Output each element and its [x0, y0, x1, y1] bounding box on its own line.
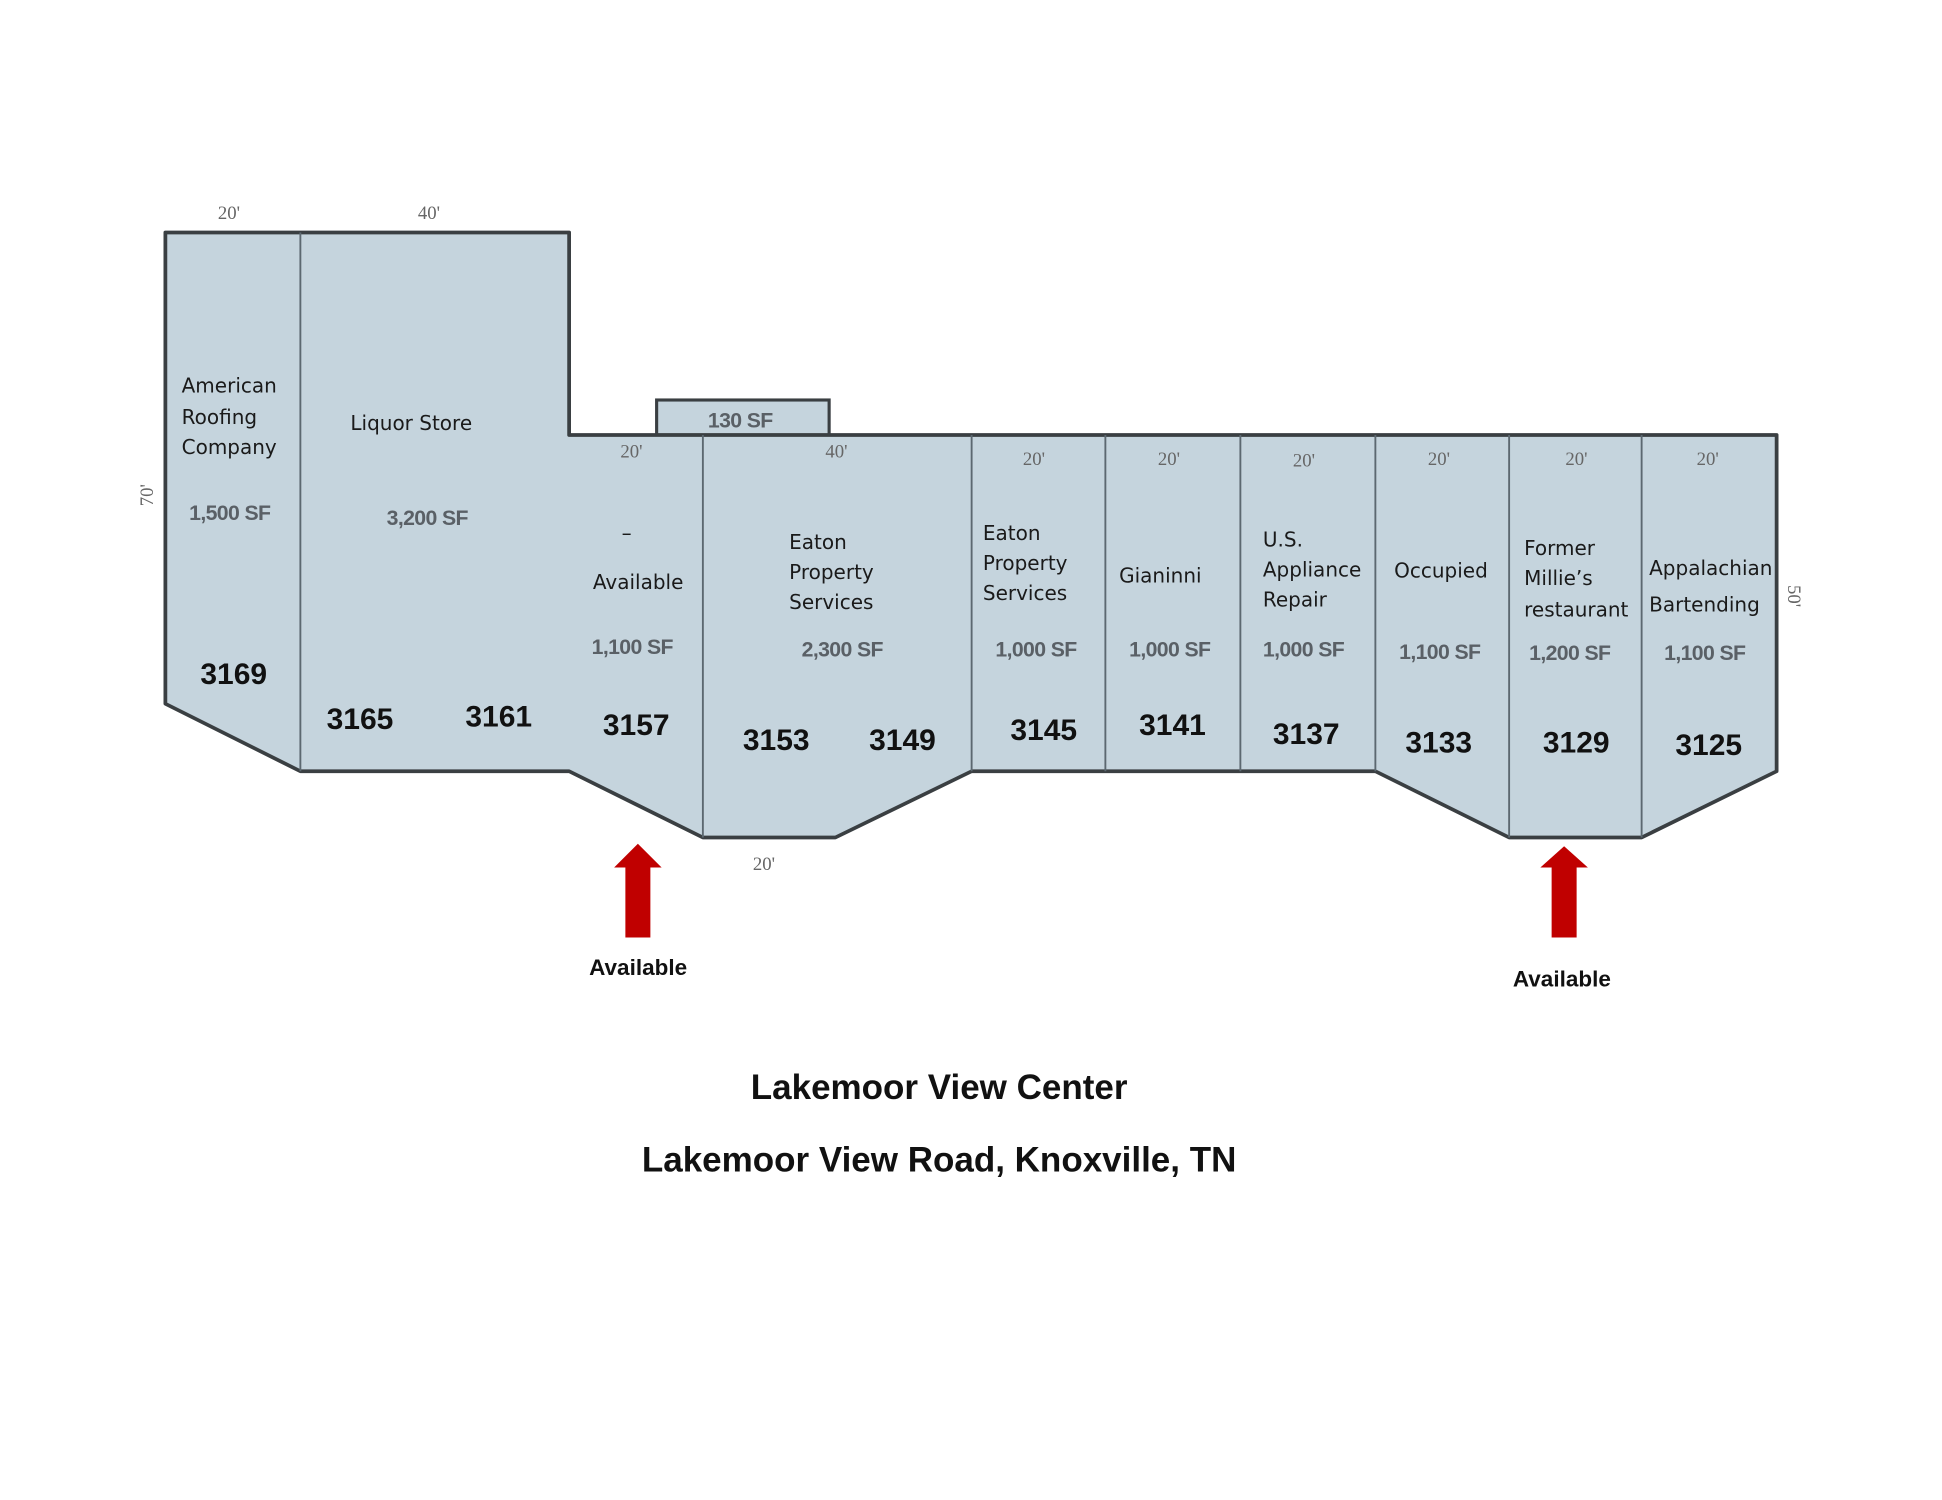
- unit-3137: U.S. Appliance Repair 1,000 SF 3137: [1263, 527, 1361, 751]
- svg-text:1,100 SF: 1,100 SF: [1664, 641, 1746, 665]
- unit-3125: Appalachian Bartending 1,100 SF 3125: [1649, 556, 1772, 762]
- svg-text:Eaton: Eaton: [983, 521, 1041, 545]
- svg-text:restaurant: restaurant: [1524, 597, 1628, 621]
- svg-text:Property: Property: [983, 551, 1068, 575]
- svg-text:Appalachian: Appalachian: [1649, 556, 1772, 580]
- svg-text:Appliance: Appliance: [1263, 557, 1361, 581]
- svg-text:1,000 SF: 1,000 SF: [1263, 637, 1345, 661]
- svg-text:1,500 SF: 1,500 SF: [189, 501, 271, 525]
- unit-dividers: [299, 232, 1643, 838]
- svg-text:3,200 SF: 3,200 SF: [387, 506, 469, 530]
- dimension-label: 20': [218, 203, 240, 224]
- svg-text:1,100 SF: 1,100 SF: [592, 635, 674, 659]
- center-title: Lakemoor View Center: [751, 1068, 1128, 1107]
- svg-text:Occupied: Occupied: [1394, 559, 1488, 583]
- dimension-label: 20': [1023, 449, 1045, 470]
- svg-text:3137: 3137: [1273, 718, 1340, 751]
- svg-text:3141: 3141: [1139, 709, 1206, 742]
- up-arrow-icon: [614, 843, 662, 938]
- unit-3145: Eaton Property Services 1,000 SF 3145: [983, 521, 1078, 747]
- svg-text:Liquor Store: Liquor Store: [350, 411, 472, 435]
- svg-text:Former: Former: [1524, 536, 1596, 560]
- dimension-label: 20': [1158, 449, 1180, 470]
- svg-text:1,100 SF: 1,100 SF: [1399, 640, 1481, 664]
- svg-text:Available: Available: [593, 570, 684, 594]
- unit-3169: American Roofing Company 1,500 SF 3169: [182, 374, 277, 691]
- dimension-label: 20': [1697, 449, 1719, 470]
- svg-text:Services: Services: [983, 581, 1067, 605]
- svg-text:3157: 3157: [603, 709, 670, 742]
- svg-text:Eaton: Eaton: [789, 530, 847, 554]
- svg-text:Millie’s: Millie’s: [1524, 566, 1593, 590]
- svg-text:3169: 3169: [200, 658, 267, 691]
- dimension-label: 70': [137, 484, 158, 506]
- unit-3129: Former Millie’s restaurant 1,200 SF 3129: [1524, 536, 1628, 760]
- svg-text:Gianinni: Gianinni: [1119, 564, 1201, 588]
- dimension-label: 20': [1293, 450, 1315, 471]
- up-arrow-icon: [1540, 846, 1588, 938]
- unit-3141: Gianinni 1,000 SF 3141: [1119, 564, 1212, 743]
- svg-text:3145: 3145: [1010, 714, 1077, 747]
- dimension-label: 40': [418, 203, 440, 224]
- svg-text:3165: 3165: [327, 703, 394, 736]
- dimension-label: 20': [1565, 449, 1587, 470]
- dimension-label: 40': [825, 442, 847, 463]
- svg-text:3133: 3133: [1405, 727, 1472, 760]
- available-marker-label: Available: [589, 955, 687, 980]
- svg-text:Company: Company: [182, 435, 277, 459]
- svg-text:American: American: [182, 374, 277, 398]
- unit-3133: Occupied 1,100 SF 3133: [1394, 559, 1488, 760]
- svg-text:Repair: Repair: [1263, 587, 1328, 611]
- available-marker-label: Available: [1513, 966, 1611, 991]
- annex-area: 130 SF: [708, 409, 773, 433]
- svg-text:Property: Property: [789, 560, 874, 584]
- svg-text:3129: 3129: [1543, 727, 1610, 760]
- svg-text:–: –: [622, 521, 632, 545]
- unit-3157: – Available 1,100 SF 3157: [592, 521, 684, 742]
- dimension-label: 20': [1428, 449, 1450, 470]
- svg-text:1,000 SF: 1,000 SF: [1129, 637, 1211, 661]
- center-address: Lakemoor View Road, Knoxville, TN: [642, 1140, 1237, 1179]
- unit-3153-3149: Eaton Property Services 2,300 SF 3153 31…: [743, 530, 936, 757]
- svg-text:3149: 3149: [869, 724, 936, 757]
- dimension-label: 20': [753, 854, 775, 875]
- svg-text:3161: 3161: [465, 700, 532, 733]
- svg-text:1,200 SF: 1,200 SF: [1529, 641, 1611, 665]
- svg-text:Roofing: Roofing: [182, 405, 257, 429]
- unit-3165-3161: Liquor Store 3,200 SF 3165 3161: [327, 411, 533, 736]
- svg-text:3125: 3125: [1675, 729, 1742, 762]
- dimension-label: 50': [1783, 585, 1804, 607]
- svg-text:Bartending: Bartending: [1649, 592, 1760, 616]
- svg-text:U.S.: U.S.: [1263, 527, 1303, 551]
- svg-text:3153: 3153: [743, 724, 810, 757]
- svg-text:2,300 SF: 2,300 SF: [802, 637, 884, 661]
- dimension-label: 20': [620, 442, 642, 463]
- svg-text:Services: Services: [789, 590, 873, 614]
- svg-text:1,000 SF: 1,000 SF: [995, 637, 1077, 661]
